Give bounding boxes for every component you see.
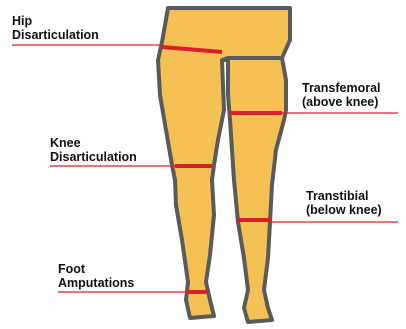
foot-label-line1: Foot: [58, 262, 134, 276]
knee-label-line1: Knee: [50, 136, 137, 150]
right-leg-shape: [228, 58, 286, 322]
foot-label-line2: Amputations: [58, 276, 134, 290]
transfemoral-label-line1: Transfemoral: [302, 81, 381, 95]
transfemoral-label: Transfemoral (above knee): [302, 81, 381, 109]
hip-disarticulation-label: Hip Disarticulation: [12, 14, 99, 42]
transtibial-label-line2: (below knee): [306, 203, 382, 217]
knee-disarticulation-label: Knee Disarticulation: [50, 136, 137, 164]
transfemoral-label-line2: (above knee): [302, 95, 381, 109]
transtibial-label: Transtibial (below knee): [306, 189, 382, 217]
hip-label-line1: Hip: [12, 14, 99, 28]
transtibial-label-line1: Transtibial: [306, 189, 382, 203]
foot-amputations-label: Foot Amputations: [58, 262, 134, 290]
knee-label-line2: Disarticulation: [50, 150, 137, 164]
hip-label-line2: Disarticulation: [12, 28, 99, 42]
